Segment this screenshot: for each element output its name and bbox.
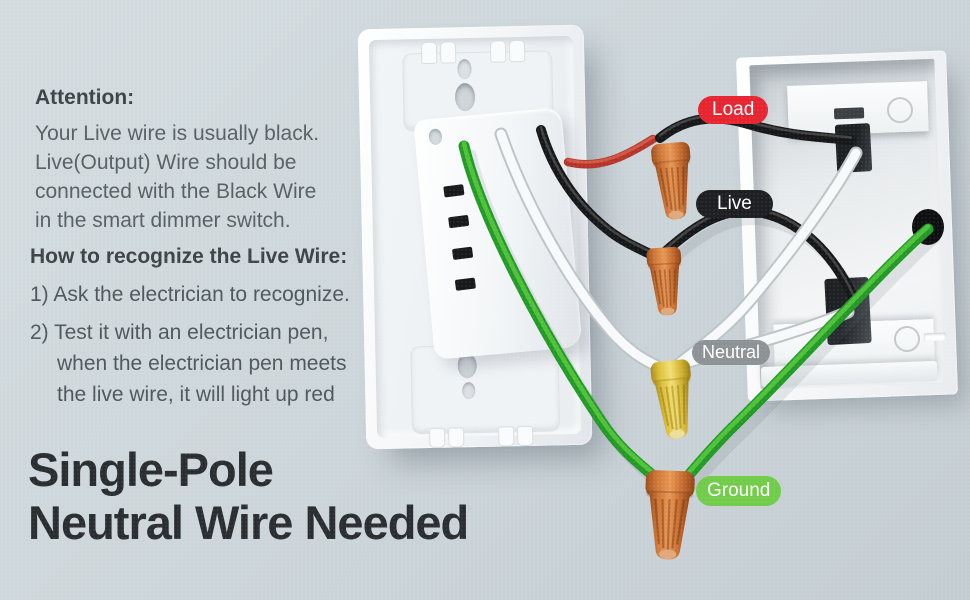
howto-heading: How to recognize the Live Wire: [30, 245, 348, 268]
page-title-line2: Neutral Wire Needed [28, 496, 469, 549]
box-slot [923, 332, 947, 342]
ground-wire-label: Ground [696, 476, 782, 506]
bracket-tab [516, 425, 534, 447]
box-slot [833, 107, 865, 120]
mounting-bracket-bottom [410, 343, 561, 435]
howto-step-2: 2) Test it with an electrician pen, when… [30, 317, 347, 410]
howto-step-1: 1) Ask the electrician to recognize. [30, 283, 350, 306]
wire-nut-live-orange [646, 246, 682, 316]
page-title-line1: Single-Pole [28, 443, 274, 496]
module-screw-hole [428, 128, 443, 146]
knockout-circle [886, 96, 914, 124]
box-wire-opening-bottom [824, 276, 872, 346]
box-wire-opening-top [834, 123, 873, 173]
bracket-tab [508, 39, 526, 63]
terminal-slot [454, 277, 476, 291]
neutral-wire-label: Neutral [692, 340, 771, 365]
page-title: Single-Pole Neutral Wire Needed [28, 443, 469, 549]
bracket-tab [439, 41, 457, 64]
bracket-tab [489, 40, 507, 63]
howto-step-2-line1: 2) Test it with an electrician pen, [30, 321, 329, 344]
screw-hole [462, 382, 476, 400]
terminal-slot [443, 184, 465, 198]
wire-nut-neutral-yellow [650, 359, 691, 439]
wire-nut-load-orange [651, 141, 691, 220]
wire-nut-ground-orange [645, 470, 695, 560]
load-wire-label: Load [698, 96, 769, 124]
knockout-circle [893, 325, 921, 353]
attention-heading: Attention: [35, 86, 135, 109]
terminal-slot [448, 214, 470, 229]
terminal-slot [451, 246, 474, 261]
howto-step-2-rest: when the electrician pen meets the live … [57, 352, 347, 406]
dimmer-module-body [413, 107, 583, 360]
dimmer-switch-wall-plate [357, 24, 593, 450]
attention-body: Your Live wire is usually black. Live(Ou… [35, 122, 320, 232]
live-wire-label: Live [696, 190, 773, 218]
bracket-tab [420, 41, 438, 65]
screw-hole [457, 59, 472, 80]
bracket-tab [497, 426, 515, 447]
